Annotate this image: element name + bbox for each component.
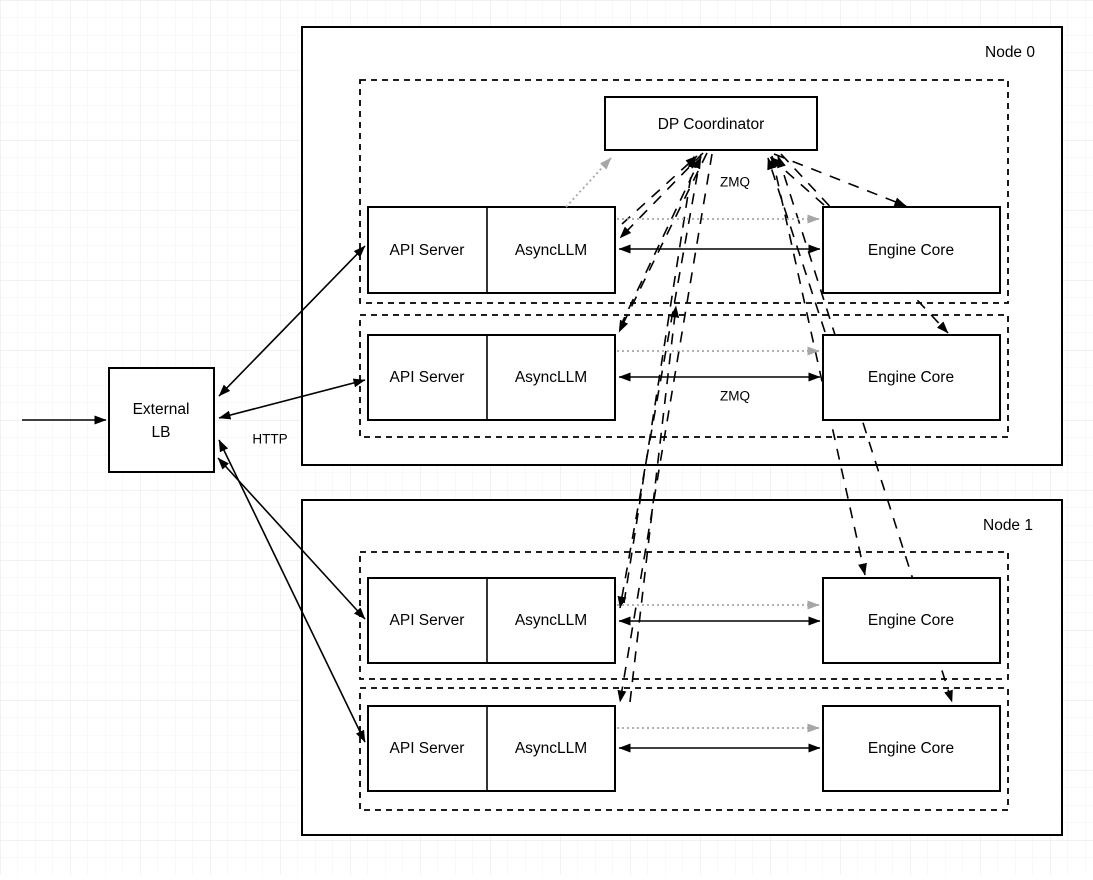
dashed-edge-llm-n0r0-to-coordinator: [621, 155, 698, 225]
external-lb-box: [108, 367, 215, 473]
dashed-edge-coordinator-to-llm-n0r1: [618, 152, 708, 333]
zmq-label-coordinator: ZMQ: [720, 175, 750, 190]
dotted-edge-llm-n0r0-to-coordinator: [565, 157, 612, 208]
api-server-asyncllm-box-n0r0: [367, 206, 616, 294]
external-lb-label-line1: External: [133, 401, 190, 418]
edge-lb-apiserver-n0r1: [218, 378, 366, 420]
api-server-label-n1r0: API Server: [390, 612, 465, 629]
api-server-label-n0r1: API Server: [390, 369, 465, 386]
node1-label: Node 1: [983, 517, 1033, 534]
engine-core-box-n0r0: [822, 206, 1001, 294]
engine-core-box-n1r0: [822, 577, 1001, 664]
external-lb-label-line2: LB: [152, 424, 171, 441]
http-label: HTTP: [252, 432, 287, 447]
node0-label: Node 0: [985, 44, 1035, 61]
dashed-edge-llm-n1r1-to-rank-group: [629, 305, 680, 703]
replica-row-n1r0: API Server AsyncLLM Engine Core: [367, 577, 1001, 664]
asyncllm-label-n0r1: AsyncLLM: [515, 369, 587, 386]
engine-core-box-n1r1: [822, 705, 1001, 792]
dotted-edges: [565, 157, 820, 733]
edge-lb-apiserver-n1r0: [217, 457, 366, 620]
api-server-label-n0r0: API Server: [390, 242, 465, 259]
zmq-row-edges: [618, 244, 821, 753]
api-server-label-n1r1: API Server: [390, 740, 465, 757]
external-lb: External LB: [108, 367, 215, 473]
dp-coordinator-label: DP Coordinator: [658, 116, 765, 133]
api-server-asyncllm-box-n1r0: [367, 577, 616, 664]
engine-core-label-n0r0: Engine Core: [868, 242, 954, 259]
engine-core-label-n1r0: Engine Core: [868, 612, 954, 629]
dp-rank-group-n0r0: [359, 79, 1009, 304]
http-edges: [22, 245, 366, 743]
dashed-edge-coordinator-engine-n1r1: [777, 155, 953, 703]
replica-row-n0r0: API Server AsyncLLM Engine Core: [367, 206, 1001, 294]
engine-core-label-n0r1: Engine Core: [868, 369, 954, 386]
edge-lb-apiserver-n0r0: [218, 245, 366, 397]
asyncllm-label-n1r1: AsyncLLM: [515, 740, 587, 757]
api-server-asyncllm-box-n0r1: [367, 334, 616, 421]
asyncllm-label-n0r0: AsyncLLM: [515, 242, 587, 259]
replica-row-n0r1: API Server AsyncLLM Engine Core: [367, 334, 1001, 421]
engine-core-label-n1r1: Engine Core: [868, 740, 954, 757]
zmq-label-row: ZMQ: [720, 389, 750, 404]
replica-row-n1r1: API Server AsyncLLM Engine Core: [367, 705, 1001, 792]
dp-rank-group-n1r1: [359, 687, 1009, 811]
dp-coordinator: DP Coordinator: [604, 96, 818, 151]
engine-core-box-n0r1: [822, 334, 1001, 421]
api-server-asyncllm-box-n1r1: [367, 705, 616, 792]
asyncllm-label-n1r0: AsyncLLM: [515, 612, 587, 629]
dashed-edge-coordinator-to-llm-n1r1: [617, 153, 713, 703]
dp-coordinator-box: [604, 96, 818, 151]
